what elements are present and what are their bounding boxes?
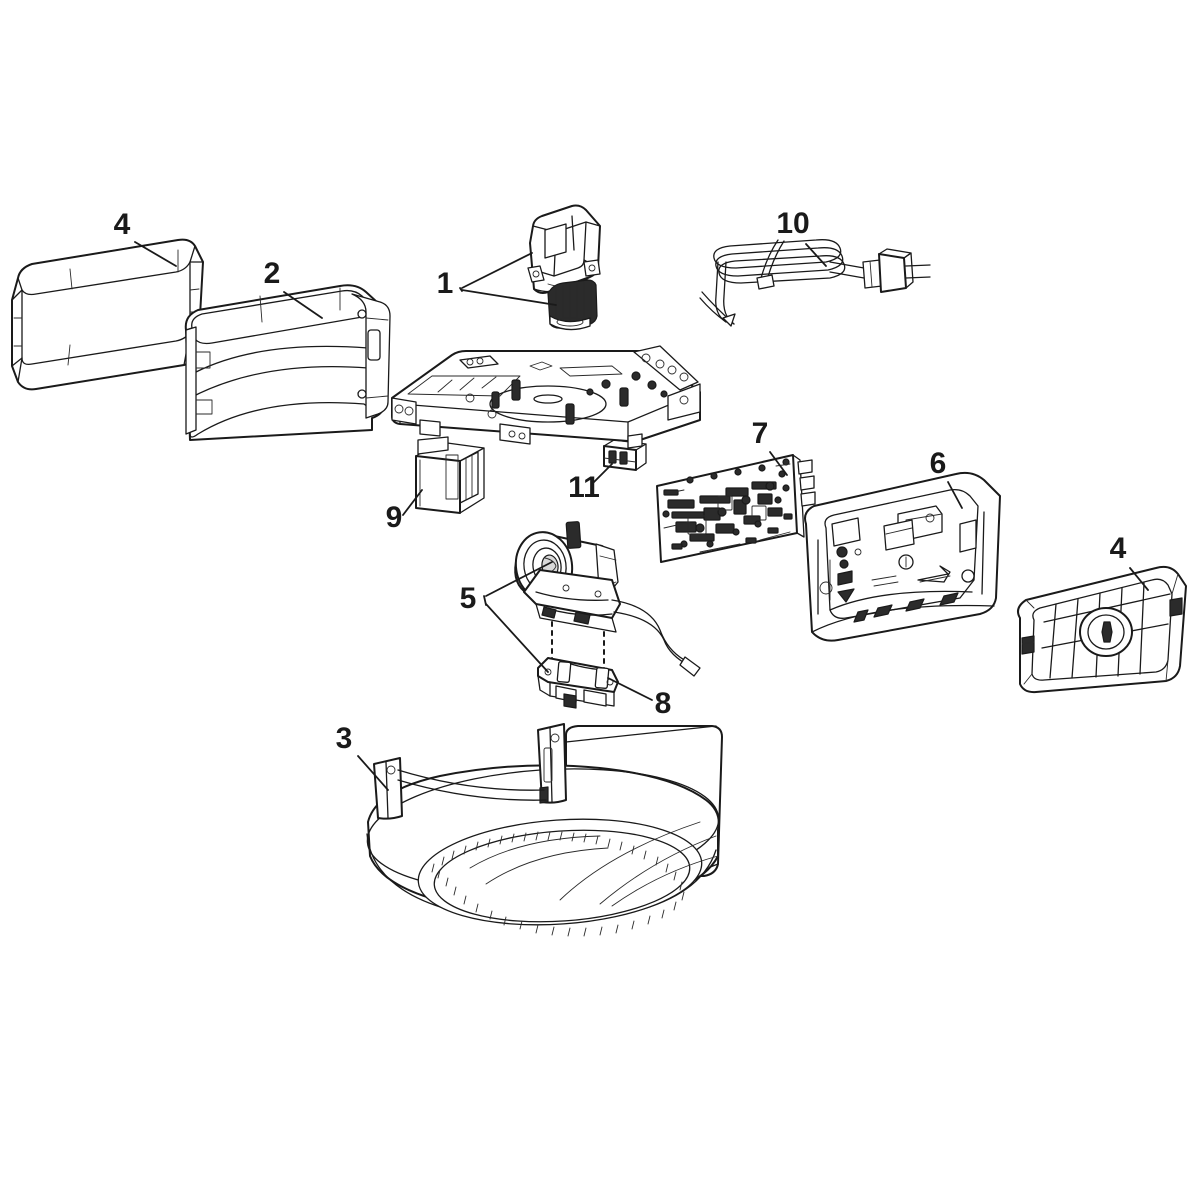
callout-8: 8 xyxy=(655,687,672,720)
part-chassis-plate[interactable] xyxy=(391,345,701,445)
rim-texture xyxy=(431,831,685,937)
leader-line-10 xyxy=(805,243,827,267)
part-damper-duct[interactable] xyxy=(415,436,485,514)
part-motor-assembly[interactable] xyxy=(512,521,701,677)
leader-line-4-right xyxy=(1129,567,1149,591)
pcb-traces xyxy=(663,463,791,553)
leader-line-3 xyxy=(357,755,389,791)
leader-line-11 xyxy=(591,463,613,485)
part-blower-housing[interactable] xyxy=(527,204,601,294)
part-circuit-board[interactable] xyxy=(656,454,816,563)
callout-5: 5 xyxy=(460,582,477,615)
leader-line-9 xyxy=(402,489,423,516)
leader-line-6 xyxy=(947,481,963,509)
part-blower-wheel[interactable] xyxy=(547,279,598,331)
leader-line-1 xyxy=(459,252,557,306)
leader-line-2 xyxy=(283,291,323,319)
leader-line-5 xyxy=(483,561,553,673)
callout-6: 6 xyxy=(930,447,947,480)
leader-line-7 xyxy=(769,451,788,476)
callout-3: 3 xyxy=(336,722,353,755)
callout-7: 7 xyxy=(752,417,769,450)
callout-10: 10 xyxy=(776,207,809,240)
leader-line-8 xyxy=(607,677,653,701)
part-housing-cover[interactable] xyxy=(184,284,391,441)
callout-4-right: 4 xyxy=(1110,532,1127,565)
callout-1: 1 xyxy=(437,267,454,300)
part-mounting-housing[interactable] xyxy=(804,471,1001,642)
part-power-cord[interactable] xyxy=(699,239,931,327)
part-fan-housing-shell[interactable] xyxy=(363,723,723,937)
callout-9: 9 xyxy=(386,501,403,534)
part-motor-mount-plate[interactable] xyxy=(537,657,619,709)
part-grille-right[interactable] xyxy=(1017,565,1187,694)
part-grille-left[interactable] xyxy=(11,238,204,391)
leader-line-4-left xyxy=(134,241,177,267)
callout-4-left: 4 xyxy=(114,208,131,241)
callout-11: 11 xyxy=(568,471,600,504)
callout-2: 2 xyxy=(264,257,281,290)
